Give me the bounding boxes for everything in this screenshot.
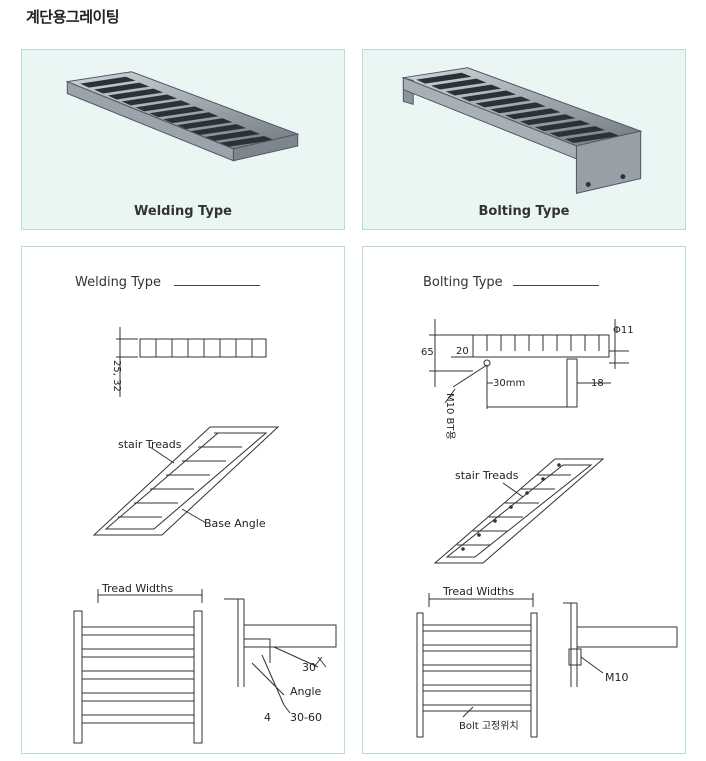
welding-drawing-title: Welding Type: [75, 275, 162, 290]
welding-tread-widths-label: Tread Widths: [102, 582, 174, 595]
welding-stair-treads-label: stair Treads: [118, 438, 182, 451]
bolting-grating-photo: [401, 67, 643, 195]
bolting-m10-label: M10: [605, 671, 629, 684]
welding-angle-label: Angle: [290, 685, 322, 698]
bolting-bolt-label: M10 BT용: [444, 393, 455, 440]
bolting-dim-20: 20: [456, 346, 469, 357]
page-title: 계단용그레이팅: [26, 8, 120, 26]
welding-photo-card: Welding Type: [21, 49, 345, 230]
bolting-phi-11: Φ11: [613, 325, 634, 336]
bolting-dim-65: 65: [421, 347, 434, 358]
welding-technical-drawing: [73, 327, 337, 744]
welding-dim-30-60: 30-60: [290, 711, 322, 724]
welding-dim-30: 30: [302, 661, 316, 674]
welding-section-dim: 25, 32: [111, 360, 122, 392]
bolting-stair-treads-label: stair Treads: [455, 469, 519, 482]
welding-dim-4: 4: [264, 711, 271, 724]
welding-drawing-card: Welding Type: [21, 246, 345, 754]
bolting-tread-widths-label: Tread Widths: [443, 585, 515, 598]
bolting-photo-card: Bolting Type: [362, 49, 686, 230]
bolting-title-rule: [513, 285, 599, 286]
welding-title-rule: [174, 285, 260, 286]
welding-grating-photo: [65, 71, 300, 162]
bolting-photo-caption: Bolting Type: [478, 204, 570, 219]
bolting-bolt-position-label: Bolt 고정위치: [459, 721, 519, 732]
bolting-dim-18: 18: [591, 378, 604, 389]
bolting-technical-drawing: [416, 319, 678, 738]
bolting-drawing-card: Bolting Type: [362, 246, 686, 754]
bolting-dim-30mm: 30mm: [493, 378, 526, 389]
bolting-drawing-title: Bolting Type: [423, 275, 503, 290]
welding-photo-caption: Welding Type: [134, 204, 232, 219]
welding-base-angle-label: Base Angle: [204, 517, 266, 530]
